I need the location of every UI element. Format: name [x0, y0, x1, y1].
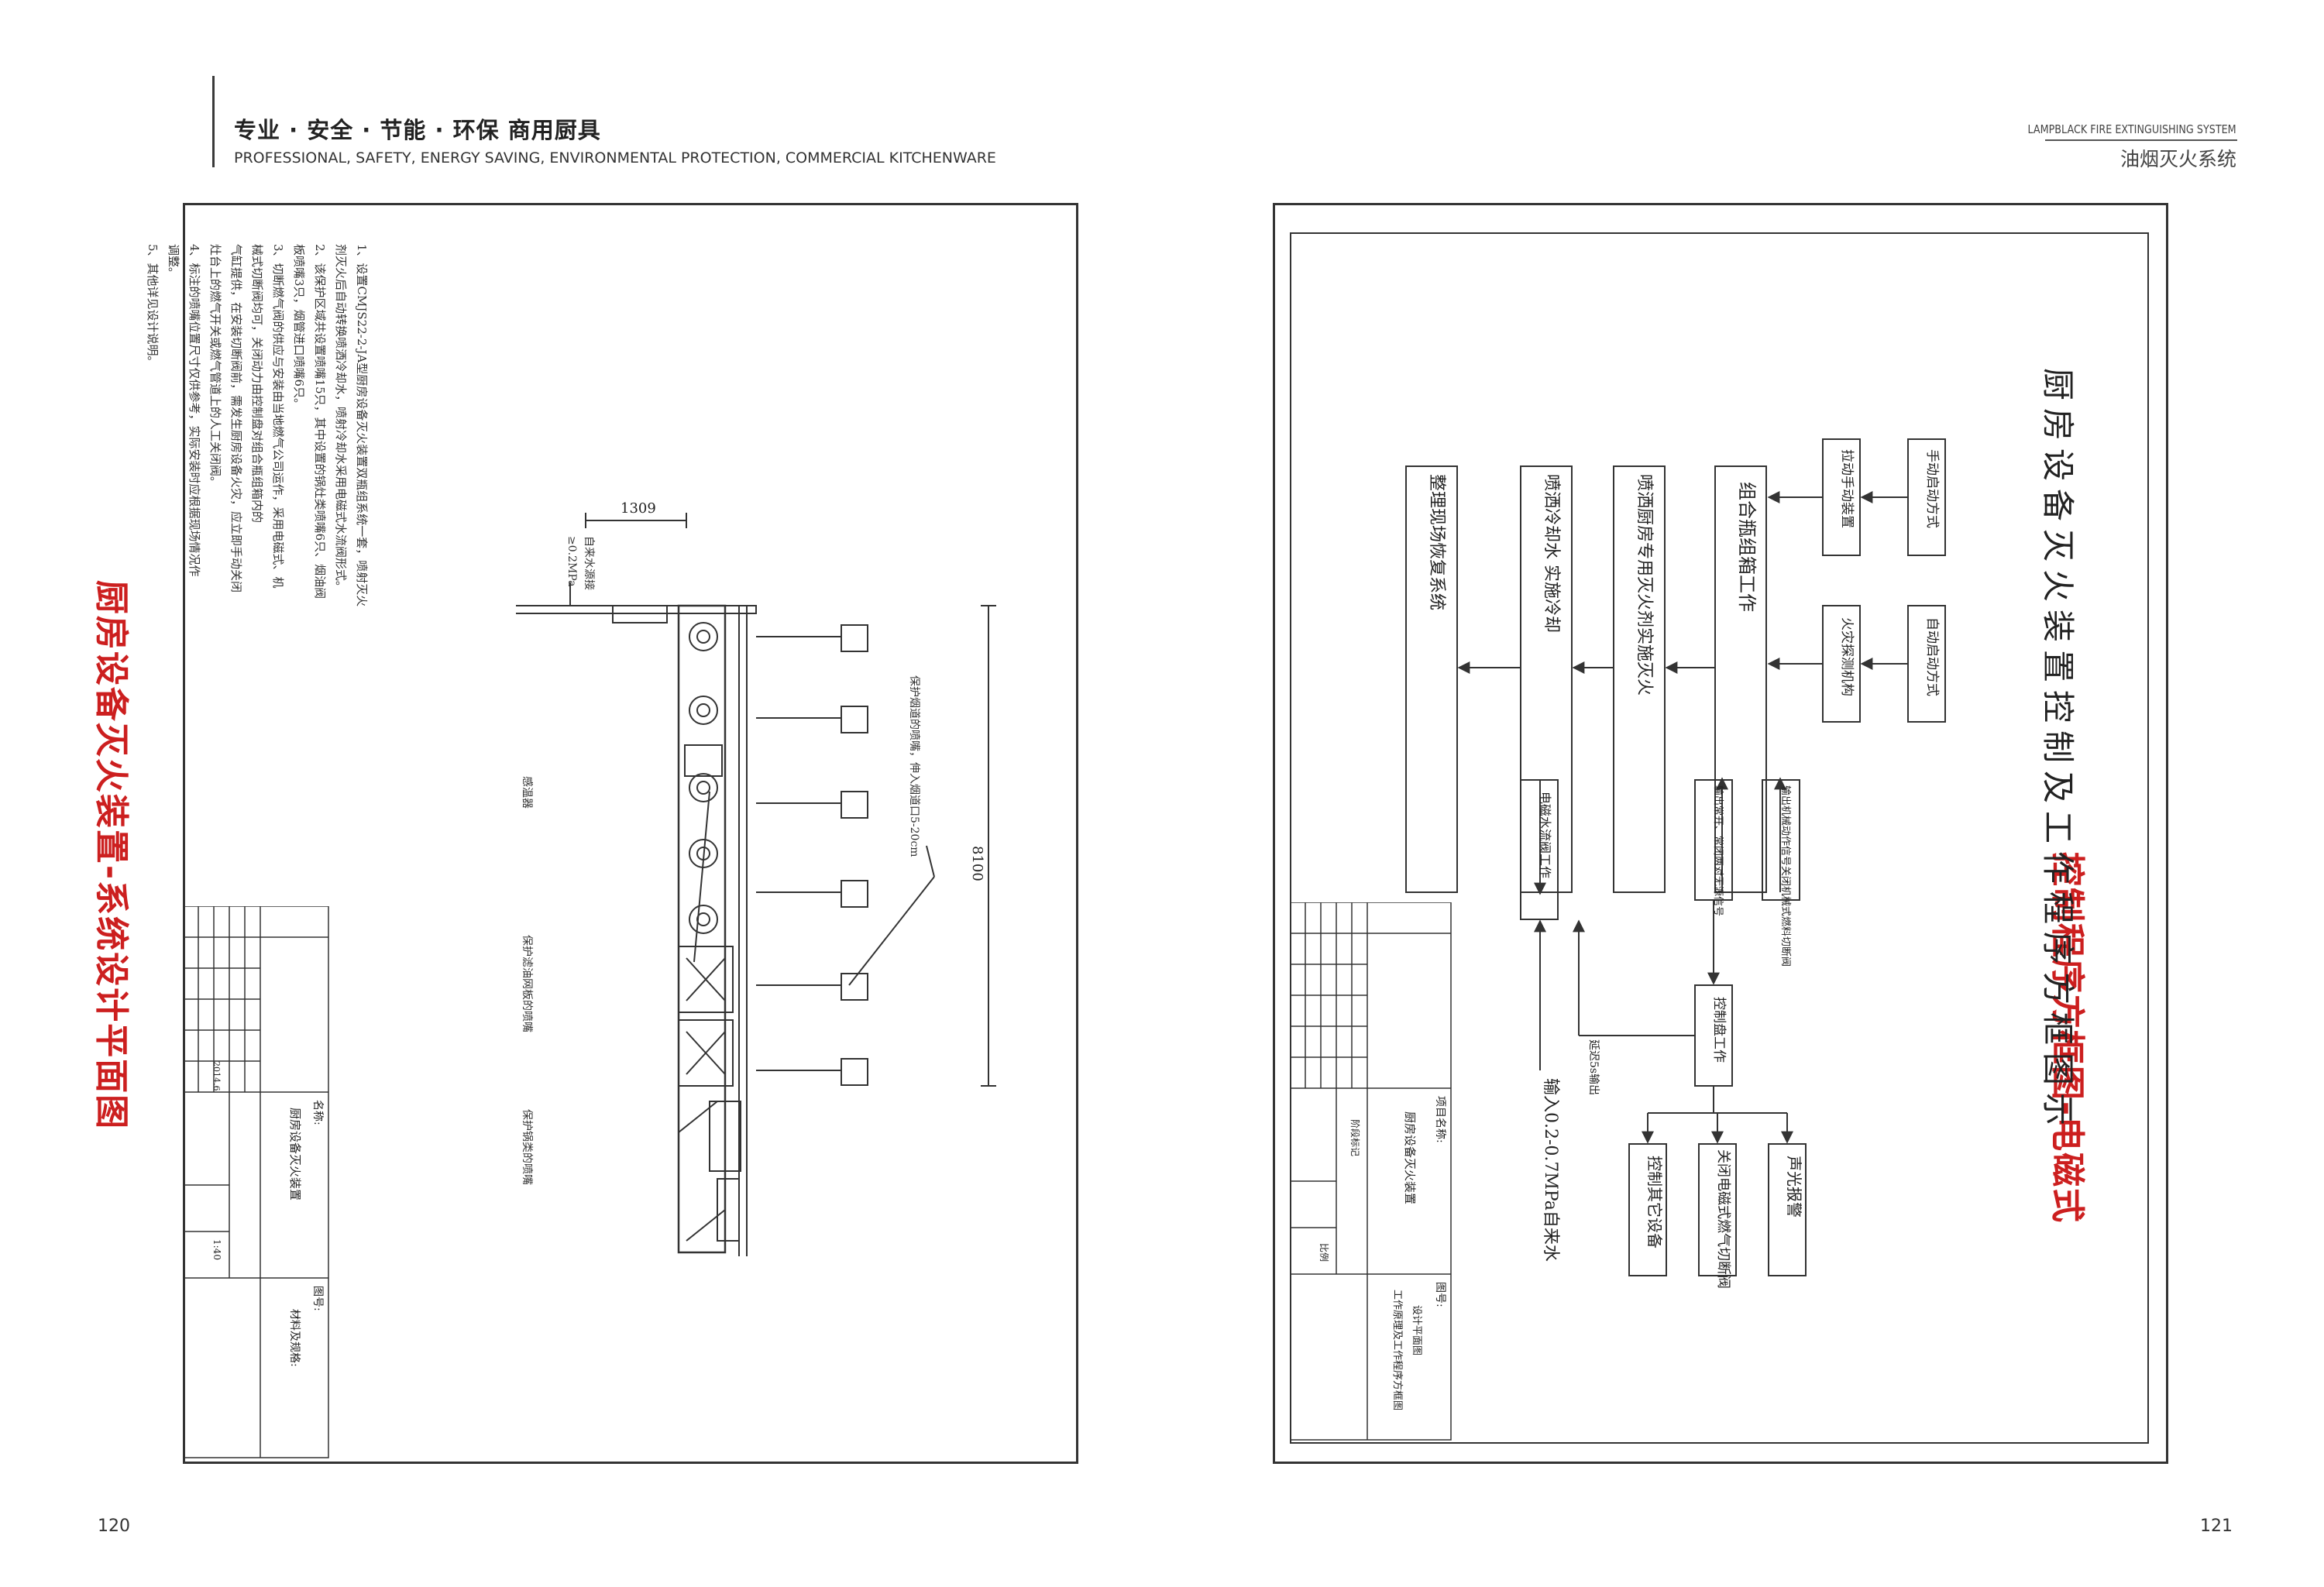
left-section-title: 厨房设备灭火装置-系统设计平面图: [91, 579, 131, 1131]
box-output-signal: 输出常开、常闭两对无源信号: [1712, 785, 1724, 916]
tb-sheet: 1:40: [211, 1239, 222, 1260]
tb-date: 2014.6: [211, 1061, 222, 1091]
callout-wok: 保护锅类的喷嘴: [521, 1109, 533, 1185]
header-system-cn: 油烟灭火系统: [2119, 148, 2236, 170]
rtb-project-label: 项目名称:: [1434, 1096, 1446, 1143]
dim-width-label: 1309: [621, 500, 656, 517]
box-fire-detect: 火灾探测机构: [1839, 617, 1855, 696]
header-divider: [212, 76, 215, 167]
box-alarm: 声光报警: [1785, 1156, 1803, 1218]
tb-project-name: 厨房设备灭火装置: [288, 1108, 302, 1201]
box-control-panel: 控制盘工作: [1711, 997, 1727, 1063]
header-slogan-cn: 专业 · 安全 · 节能 · 环保 商用厨具: [234, 117, 601, 143]
box-spray-water: 喷洒冷却水 实施冷却: [1542, 474, 1561, 633]
box-gas-cutoff-signal: 输出机械动作信号关闭机械式燃料切断阀: [1779, 785, 1792, 967]
water-pressure-label: ≥0.2MPa: [566, 536, 578, 586]
box-manual-mode: 手动启动方式: [1924, 449, 1940, 528]
control-flow-diagram: 手动启动方式 拉动手动装置 自动启动方式 火灾探测机构 组合瓶组箱工作 喷洒厨房…: [1405, 438, 1946, 1289]
box-auto-mode: 自动启动方式: [1924, 617, 1940, 696]
rtb-stage: 阶段标记: [1349, 1119, 1361, 1156]
box-cylinder: 组合瓶组箱工作: [1736, 482, 1758, 612]
water-supply-label: 自来水源接: [583, 536, 596, 590]
callout-smoke-inlet: 保护烟道的喷嘴，伸入烟道口5-20cm: [908, 675, 920, 857]
rtb-project-name: 厨房设备灭火装置: [1403, 1111, 1417, 1204]
page-number-left: 120: [98, 1517, 130, 1536]
tb-material-label: 材料及规格:: [288, 1309, 301, 1367]
rtb-drawing-no-label: 图号:: [1434, 1282, 1446, 1307]
box-restore: 整理现场恢复系统: [1427, 474, 1446, 610]
box-close-gas: 关闭电磁式燃气切断阀: [1715, 1149, 1731, 1289]
header-system-en: LAMPBLACK FIRE EXTINGUISHING SYSTEM: [2027, 122, 2236, 136]
tb-name-label: 名称:: [311, 1100, 324, 1125]
rtb-drawing-title-1: 设计平面图: [1411, 1305, 1422, 1355]
left-drawing-sheet: [183, 203, 1078, 1464]
page-number-right: 121: [2200, 1517, 2233, 1536]
box-spray-agent: 喷洒厨房专用灭火剂实施灭火: [1635, 474, 1654, 696]
rtb-scale: 比例: [1318, 1243, 1329, 1262]
kitchen-floor-plan: 1309 8100 自来水源接 ≥0.2MPa 保护烟道的喷嘴，伸入烟道口5-2…: [516, 500, 996, 1256]
rtb-drawing-title-2: 工作原理及工作程序方框图: [1391, 1290, 1404, 1410]
box-manual-pull: 拉动手动装置: [1839, 449, 1855, 528]
note-line: 调整。: [167, 244, 180, 280]
label-water-input: 输入0.2-0.7MPa自来水: [1541, 1078, 1560, 1262]
dim-length-label: 8100: [969, 846, 985, 881]
callout-grease: 保护滤油网板的喷嘴: [521, 935, 533, 1032]
callout-sensor: 感温器: [521, 776, 534, 809]
tb-drawing-no-label: 图号:: [311, 1286, 324, 1311]
right-inner-frame: [1290, 232, 2149, 1444]
box-other-equipment: 控制其它设备: [1645, 1156, 1664, 1249]
left-title-block: 厨房设备灭火装置 名称: 图号: 材料及规格: 1:40 2014.6: [183, 906, 329, 1458]
right-title-block: 项目名称: 厨房设备灭火装置 图号: 设计平面图 工作原理及工作程序方框图 阶段…: [1290, 902, 1452, 1441]
label-delay: 延迟5s输出: [1587, 1039, 1600, 1095]
box-solenoid-valve: 电磁水流阀工作: [1538, 792, 1552, 878]
header-slogan-en: PROFESSIONAL, SAFETY, ENERGY SAVING, ENV…: [234, 149, 996, 167]
header-system-rule: [2045, 139, 2237, 141]
note-line: 5、其他详见设计说明。: [146, 244, 160, 368]
